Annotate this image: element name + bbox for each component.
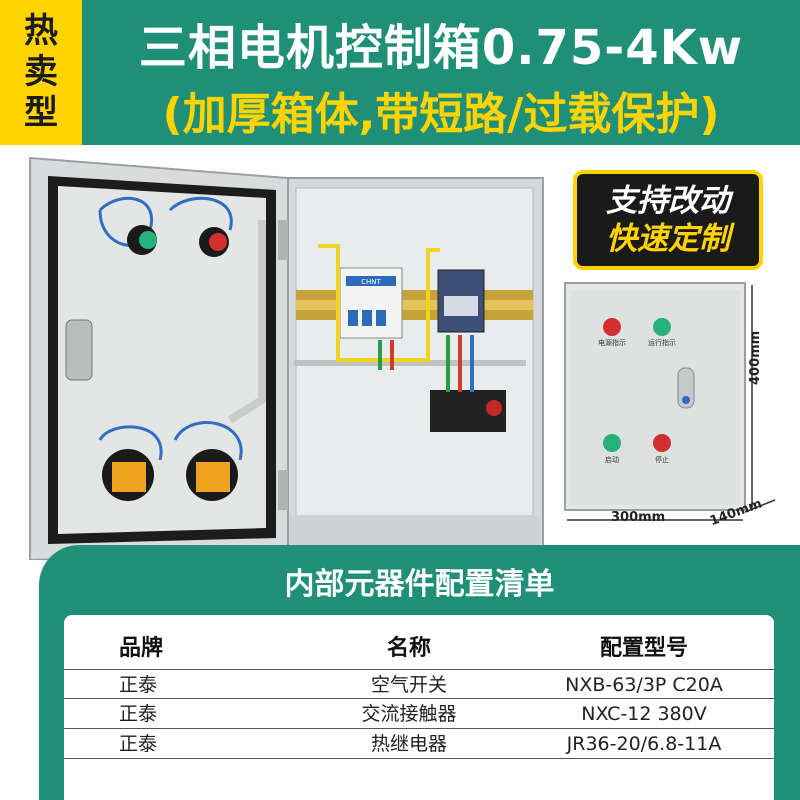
row-model: NXC-12 380V bbox=[581, 703, 707, 725]
table-header-row: 品牌 名称 配置型号 bbox=[64, 629, 774, 669]
row-name: 热继电器 bbox=[370, 733, 447, 755]
door-latch bbox=[65, 319, 93, 381]
row-model: JR36-20/6.8-11A bbox=[566, 733, 722, 755]
row-name: 交流接触器 bbox=[361, 703, 457, 725]
table-row: 正泰 热继电器 JR36-20/6.8-11A bbox=[64, 729, 774, 759]
row-brand: 正泰 bbox=[119, 703, 158, 725]
table-row: 正泰 空气开关 NXB-63/3P C20A bbox=[64, 669, 774, 699]
door-buttons bbox=[102, 449, 238, 501]
wiring bbox=[98, 196, 474, 461]
row-model: NXB-63/3P C20A bbox=[565, 674, 723, 696]
config-panel: 内部元器件配置清单 品牌 名称 配置型号 正泰 空气开关 NXB-63/3P C… bbox=[39, 545, 800, 800]
height-dimension: 400mm bbox=[748, 330, 763, 385]
air-breaker: CHNT bbox=[339, 267, 403, 339]
customization-line1: 支持改动 bbox=[606, 183, 730, 219]
breaker-brand-label: CHNT bbox=[361, 278, 381, 286]
hot-sale-badge: 热 卖 型 bbox=[0, 0, 82, 145]
row-brand: 正泰 bbox=[119, 674, 158, 696]
badge-char: 卖 bbox=[24, 52, 58, 92]
table-row: 正泰 交流接触器 NXC-12 380V bbox=[64, 699, 774, 729]
closed-box-diagram: 电源指示 运行指示 启动 停止 bbox=[564, 282, 776, 521]
run-indicator-label: 运行指示 bbox=[648, 338, 676, 347]
customization-badge: 支持改动 快速定制 bbox=[573, 170, 763, 270]
product-subtitle: (加厚箱体,带短路/过载保护) bbox=[162, 89, 720, 140]
thermal-relay bbox=[430, 390, 506, 432]
start-button bbox=[603, 434, 621, 452]
config-title: 内部元器件配置清单 bbox=[284, 567, 555, 602]
badge-char: 型 bbox=[24, 93, 58, 133]
box-lock bbox=[677, 367, 695, 409]
config-table: 品牌 名称 配置型号 正泰 空气开关 NXB-63/3P C20A 正泰 交流接… bbox=[64, 615, 774, 800]
run-indicator-light bbox=[653, 318, 671, 336]
customization-line2: 快速定制 bbox=[606, 221, 730, 257]
header-model: 配置型号 bbox=[599, 636, 688, 661]
stop-button bbox=[653, 434, 671, 452]
row-name: 空气开关 bbox=[370, 674, 447, 696]
width-dimension: 300mm bbox=[611, 510, 666, 525]
start-label: 启动 bbox=[605, 455, 619, 464]
header-banner: 热 卖 型 三相电机控制箱0.75-4Kw (加厚箱体,带短路/过载保护) bbox=[0, 0, 800, 145]
power-indicator-label: 电源指示 bbox=[598, 338, 626, 347]
ac-contactor bbox=[437, 269, 485, 333]
stop-label: 停止 bbox=[655, 455, 669, 464]
door-indicators bbox=[127, 225, 229, 257]
badge-char: 热 bbox=[24, 11, 58, 51]
cabinet-body bbox=[287, 177, 544, 554]
power-indicator-light bbox=[603, 318, 621, 336]
product-title: 三相电机控制箱0.75-4Kw bbox=[138, 20, 744, 76]
header-name: 名称 bbox=[386, 636, 431, 661]
header-brand: 品牌 bbox=[119, 636, 164, 661]
row-brand: 正泰 bbox=[119, 733, 158, 755]
